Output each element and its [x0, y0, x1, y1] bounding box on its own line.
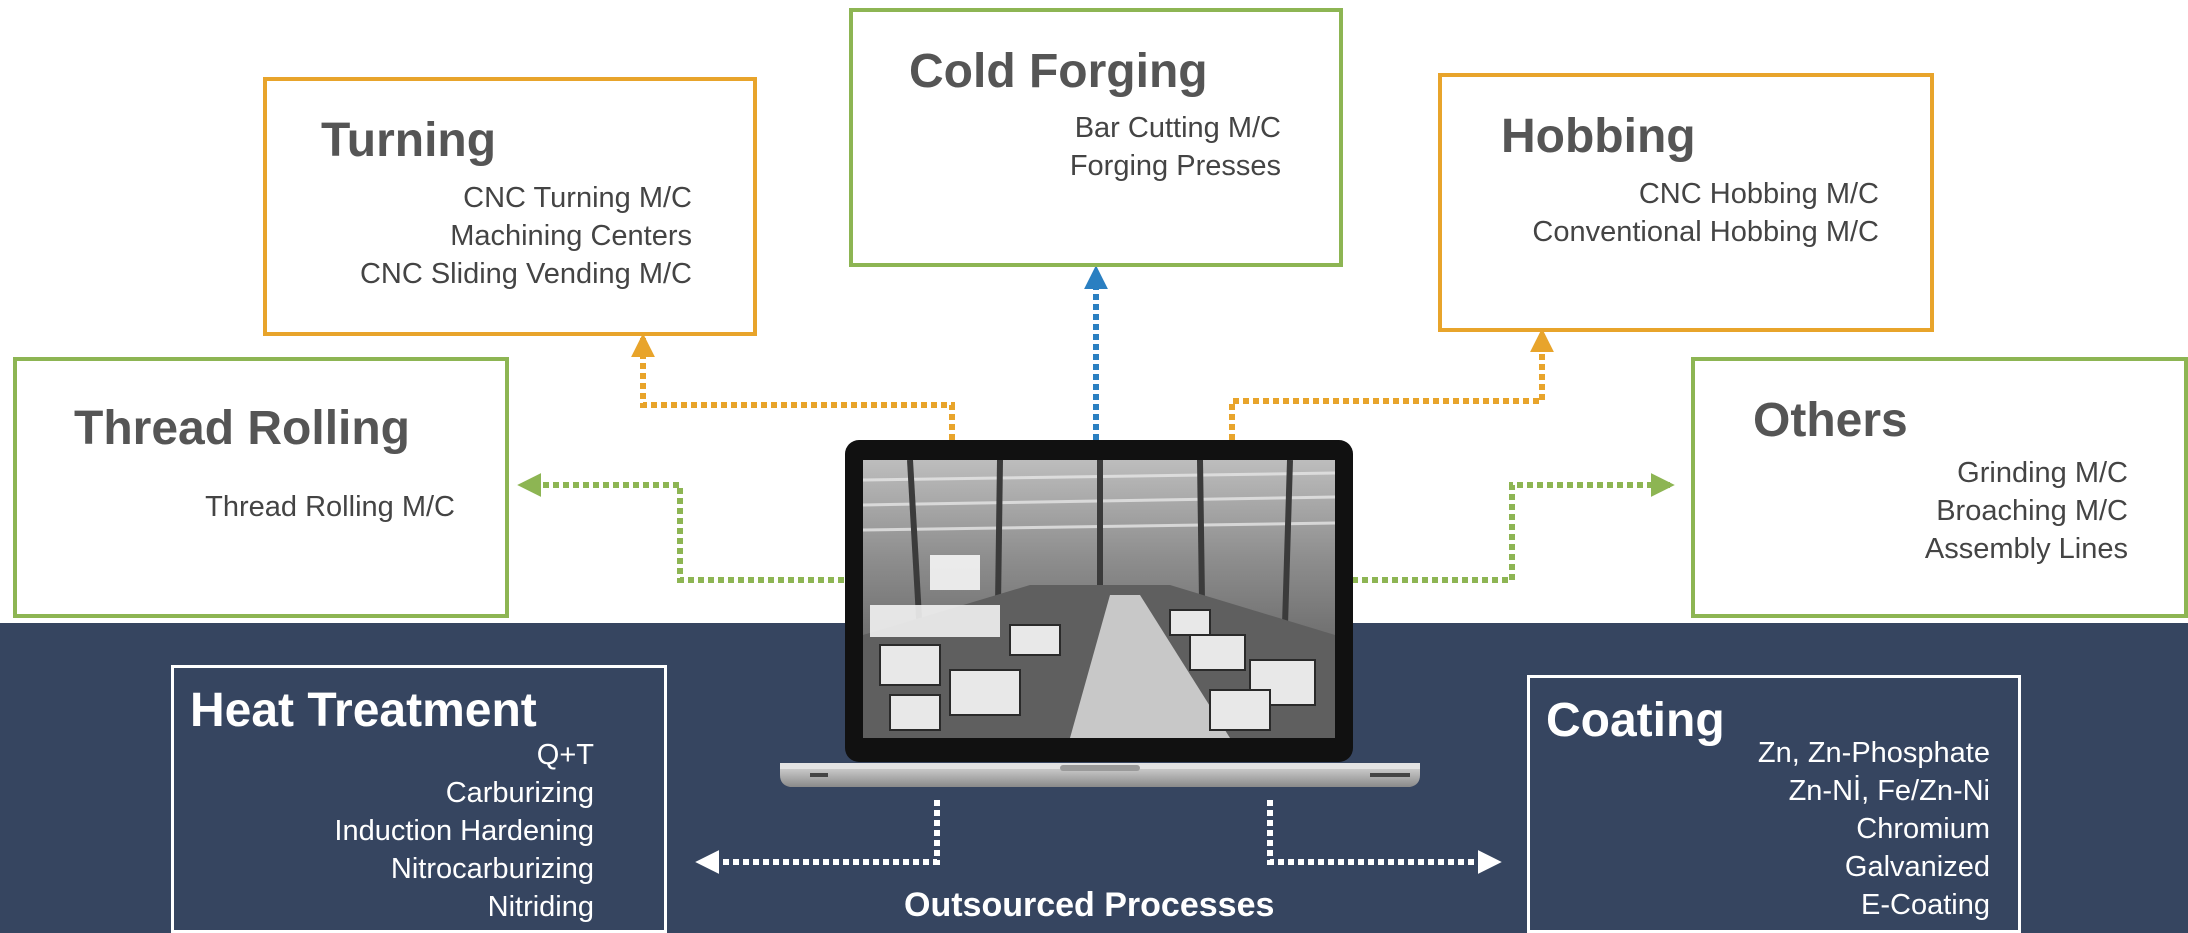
list-item: Zn, Zn-Phosphate	[1757, 737, 1990, 769]
list-item: Forging Presses	[1069, 150, 1281, 182]
hobbing-title: Hobbing	[1501, 110, 1696, 163]
arrow-to-hobbing	[1229, 328, 1554, 440]
list-item: Galvanized	[1844, 851, 1990, 883]
arrow-to-heat-treatment	[695, 800, 940, 874]
list-item: E-Coating	[1861, 889, 1990, 921]
hobbing-box: Hobbing CNC Hobbing M/C Conventional Hob…	[1438, 73, 1934, 332]
list-item: Bar Cutting M/C	[1074, 112, 1281, 144]
thread-rolling-title: Thread Rolling	[74, 402, 410, 455]
list-item: Broaching M/C	[1936, 495, 2128, 527]
arrow-to-thread-rolling	[517, 473, 844, 583]
thread-rolling-items: Thread Rolling M/C	[205, 488, 455, 526]
heat-treatment-items: Q+T Carburizing Induction Hardening Nitr…	[334, 736, 594, 926]
others-items: Grinding M/C Broaching M/C Assembly Line…	[1925, 454, 2128, 568]
cold-forging-title: Cold Forging	[909, 45, 1208, 98]
turning-items: CNC Turning M/C Machining Centers CNC Sl…	[360, 179, 692, 293]
list-item: Grinding M/C	[1957, 457, 2128, 489]
list-item: CNC Sliding Vending M/C	[359, 258, 692, 290]
outsourced-processes-label: Outsourced Processes	[904, 886, 1275, 924]
heat-treatment-box: Heat Treatment Q+T Carburizing Induction…	[171, 665, 667, 933]
others-title: Others	[1753, 394, 1908, 447]
laptop-factory-image	[780, 440, 1420, 787]
list-item: Nitriding	[487, 891, 594, 923]
arrow-to-others	[1352, 473, 1675, 583]
list-item: Machining Centers	[450, 220, 692, 252]
heat-treatment-title: Heat Treatment	[190, 684, 537, 737]
list-item: Thread Rolling M/C	[205, 491, 455, 523]
hobbing-items: CNC Hobbing M/C Conventional Hobbing M/C	[1532, 175, 1879, 251]
coating-items: Zn, Zn-Phosphate Zn-Nİ, Fe/Zn-Ni Chromiu…	[1758, 734, 1990, 924]
coating-box: Coating Zn, Zn-Phosphate Zn-Nİ, Fe/Zn-Ni…	[1527, 675, 2021, 933]
arrow-to-coating	[1267, 800, 1502, 874]
list-item: Nitrocarburizing	[390, 853, 594, 885]
turning-box: Turning CNC Turning M/C Machining Center…	[263, 77, 757, 336]
list-item: Q+T	[536, 739, 594, 771]
list-item: Zn-Nİ, Fe/Zn-Ni	[1788, 775, 1990, 807]
list-item: CNC Turning M/C	[463, 182, 692, 214]
cold-forging-items: Bar Cutting M/C Forging Presses	[1070, 109, 1281, 185]
turning-title: Turning	[321, 114, 497, 167]
list-item: Carburizing	[445, 777, 594, 809]
list-item: Assembly Lines	[1924, 533, 2128, 565]
others-box: Others Grinding M/C Broaching M/C Assemb…	[1691, 357, 2188, 618]
arrow-to-turning	[631, 333, 955, 440]
cold-forging-box: Cold Forging Bar Cutting M/C Forging Pre…	[849, 8, 1343, 267]
list-item: Conventional Hobbing M/C	[1532, 216, 1879, 248]
list-item: CNC Hobbing M/C	[1638, 178, 1879, 210]
coating-title: Coating	[1546, 694, 1725, 747]
thread-rolling-box: Thread Rolling Thread Rolling M/C	[13, 357, 509, 618]
list-item: Chromium	[1856, 813, 1990, 845]
list-item: Induction Hardening	[334, 815, 594, 847]
